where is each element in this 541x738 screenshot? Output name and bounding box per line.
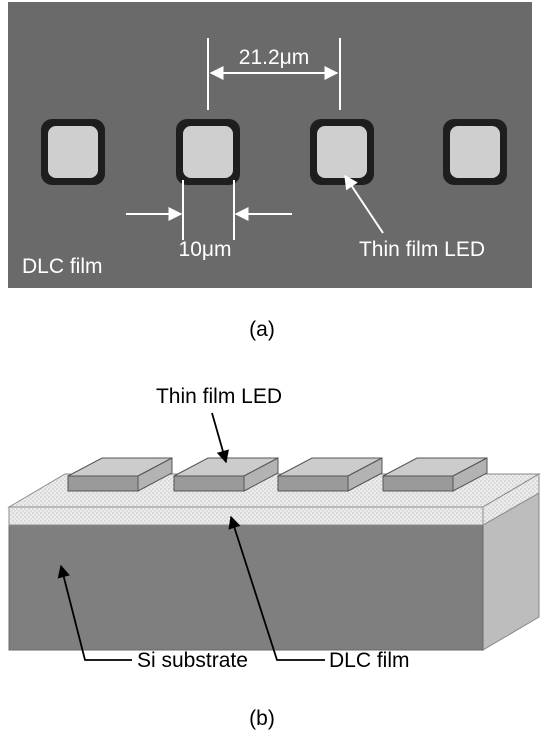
led-pad [310, 119, 374, 185]
panel-a: 21.2μm 10μm Thin film LED DLC film (a) [8, 2, 532, 341]
substrate-label: Si substrate [137, 649, 248, 672]
pitch-dimension [207, 38, 341, 110]
led-label: Thin film LED [359, 238, 485, 261]
size-dimension [126, 180, 292, 240]
led-block [277, 457, 383, 492]
substrate-front [8, 524, 484, 651]
led-pointer [344, 174, 384, 234]
led-block [382, 457, 488, 492]
led-pad [176, 119, 240, 185]
film-leader [228, 515, 325, 661]
panel-b: Thin film LED [7, 385, 541, 730]
film-front [8, 506, 484, 526]
led-block [173, 457, 279, 492]
led-label-b: Thin film LED [156, 385, 282, 408]
substrate-leader [57, 564, 132, 661]
caption-b: (b) [249, 707, 275, 730]
led-block [67, 457, 173, 492]
pitch-label: 21.2μm [239, 46, 309, 69]
led-pointer-b [211, 412, 229, 464]
film-label-b: DLC film [329, 649, 410, 672]
led-pad [41, 119, 105, 185]
caption-a: (a) [249, 318, 275, 341]
size-label: 10μm [179, 238, 232, 261]
film-label: DLC film [22, 255, 103, 278]
led-pad [443, 119, 507, 185]
